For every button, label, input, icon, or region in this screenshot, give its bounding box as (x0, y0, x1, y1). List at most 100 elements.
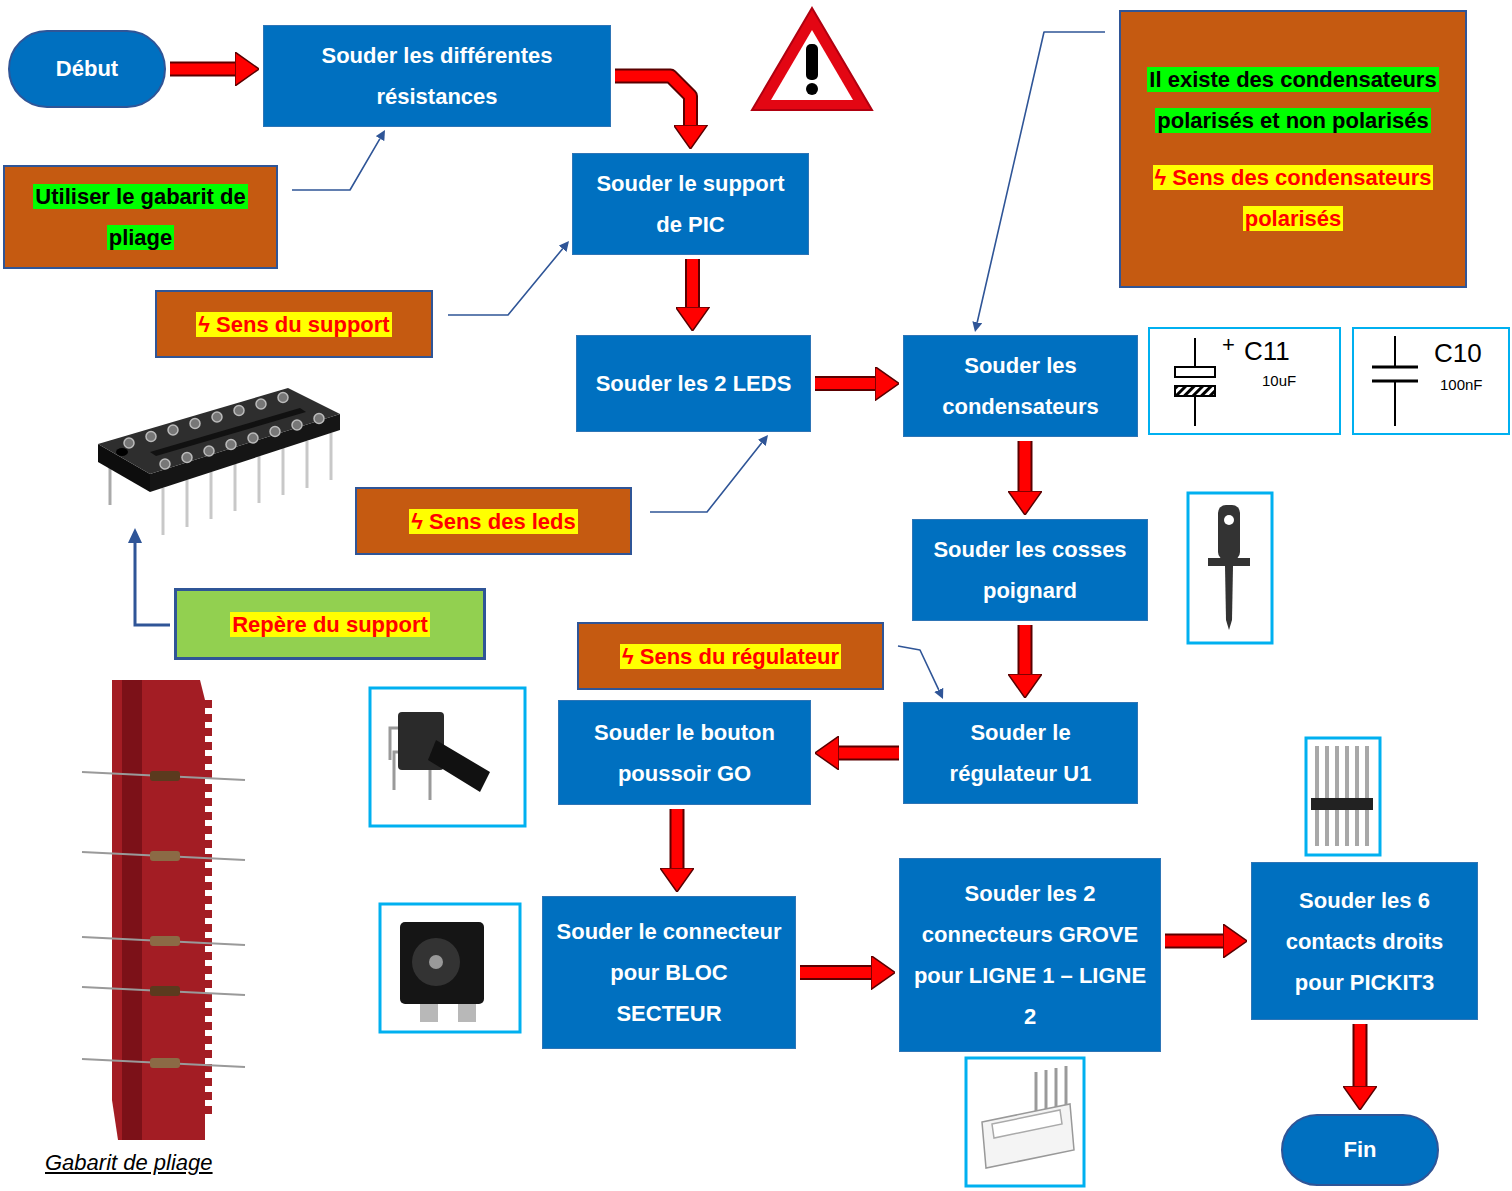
socket-pin (306, 441, 309, 488)
process-box: Souder le régulateur U1 (903, 702, 1138, 804)
picture-frame (380, 904, 520, 1032)
connector-body (982, 1104, 1074, 1168)
arrow-line (615, 76, 691, 125)
symbol-ground (1353, 328, 1509, 434)
flow-arrow (1165, 941, 1223, 942)
note-text: Utiliser le gabarit de pliage (33, 184, 247, 250)
lug-picture (1188, 493, 1272, 643)
note-box: ϟ Sens du régulateur (577, 622, 884, 690)
lug-head (1218, 505, 1240, 560)
note-box: ϟ Sens des leds (355, 487, 632, 555)
component-symbol-box: +C1110uF (1148, 327, 1341, 435)
jig-shade (122, 680, 142, 1140)
arrow-line (815, 378, 875, 389)
terminal-pill: Début (8, 30, 166, 108)
resistor (82, 936, 245, 946)
jack-body (400, 922, 484, 1004)
push-button-picture (370, 688, 525, 826)
step-text: Souder le régulateur U1 (916, 712, 1125, 794)
socket-holes (124, 393, 324, 470)
symbol-ground (1149, 328, 1340, 434)
socket-pin (258, 456, 261, 503)
step-text: Début (56, 54, 118, 84)
note-line: ϟ Sens du support (196, 304, 391, 345)
callout-arrow (650, 443, 762, 512)
socket-top (98, 388, 340, 474)
process-box: Souder les 2 LEDS (576, 335, 811, 432)
lug-bar (1208, 558, 1250, 566)
header-base (1311, 798, 1373, 810)
process-box: Souder les condensateurs (903, 335, 1138, 437)
resistor (82, 851, 245, 861)
flow-arrow (1025, 441, 1026, 491)
arrow-outline (685, 259, 700, 307)
process-box: Souder les 2 connecteurs GROVE pour LIGN… (899, 858, 1161, 1052)
socket-slot (150, 408, 306, 456)
warning-inner (771, 30, 853, 100)
arrow-line (292, 139, 380, 190)
header-pin (1317, 746, 1367, 846)
note-text: ϟ Sens du régulateur (620, 644, 841, 669)
flow-arrow (677, 809, 678, 868)
socket-pin (210, 472, 213, 519)
step-text: Fin (1344, 1135, 1377, 1165)
arrow-outline (839, 746, 899, 761)
flow-arrow (1360, 1024, 1361, 1086)
component-value: 10uF (1262, 373, 1296, 390)
step-text: Souder le bouton poussoir GO (571, 712, 798, 794)
note-box: ϟ Sens du support (155, 290, 433, 358)
arrow-outline (815, 376, 875, 391)
note-text: Repère du support (230, 612, 430, 637)
socket-pin (162, 488, 165, 535)
component-value: 100nF (1440, 377, 1483, 394)
flow-arrow (800, 972, 871, 973)
component-value: C11 (1244, 337, 1290, 366)
arrow-outline (170, 62, 235, 77)
lug-hole (1224, 515, 1234, 525)
step-text: Souder les condensateurs (916, 345, 1125, 427)
resistor (82, 771, 245, 781)
note-text: Il existe des condensateurs polarisés et… (1147, 67, 1438, 133)
note-box: Il existe des condensateurs polarisés et… (1119, 10, 1467, 288)
step-text: Souder les cosses poignard (925, 529, 1135, 611)
component-value: C10 (1434, 339, 1482, 368)
socket-pin (330, 433, 333, 480)
socket-pin (282, 448, 285, 495)
process-box: Souder les différentes résistances (263, 25, 611, 127)
picture-frame (1188, 493, 1272, 643)
arrow-line (977, 32, 1105, 322)
arrow-line (1165, 936, 1223, 947)
note-box: Utiliser le gabarit de pliage (3, 165, 278, 269)
socket-notch (116, 448, 128, 456)
leader-head (128, 528, 142, 543)
warning-triangle (752, 8, 872, 110)
flow-arrow (839, 753, 899, 754)
arrow-line (898, 646, 939, 690)
resistor (82, 986, 245, 996)
note-text: ϟ Sens du support (196, 312, 391, 337)
step-text: Souder les différentes résistances (276, 35, 598, 117)
flow-arrow (1025, 625, 1026, 674)
flow-arrow (692, 259, 693, 307)
lug-pin (1225, 566, 1233, 630)
jig-teeth (200, 700, 212, 1120)
jack-hole (412, 938, 460, 986)
header-pins-picture (1306, 738, 1380, 855)
capacitor-symbol (1353, 328, 1509, 434)
arrow-outline (615, 76, 691, 125)
step-text: Souder les 2 LEDS (596, 363, 792, 404)
step-text: Souder le connecteur pour BLOC SECTEUR (555, 911, 783, 1034)
dc-jack-picture (380, 904, 520, 1032)
note-box: Repère du support (174, 588, 486, 660)
warning-sign (752, 8, 872, 110)
note-line: Il existe des condensateurs polarisés et… (1131, 59, 1455, 141)
arrow-outline (800, 965, 871, 980)
callout-arrow (448, 249, 563, 315)
note-line: ϟ Sens des condensateurs polarisés (1131, 157, 1455, 239)
bending-jig (82, 680, 245, 1140)
arrow-outline (670, 809, 685, 868)
note-text: ϟ Sens des condensateurs polarisés (1153, 165, 1434, 231)
arrow-line (839, 748, 899, 759)
process-box: Souder le connecteur pour BLOC SECTEUR (542, 896, 796, 1049)
arrow-line (687, 259, 698, 307)
